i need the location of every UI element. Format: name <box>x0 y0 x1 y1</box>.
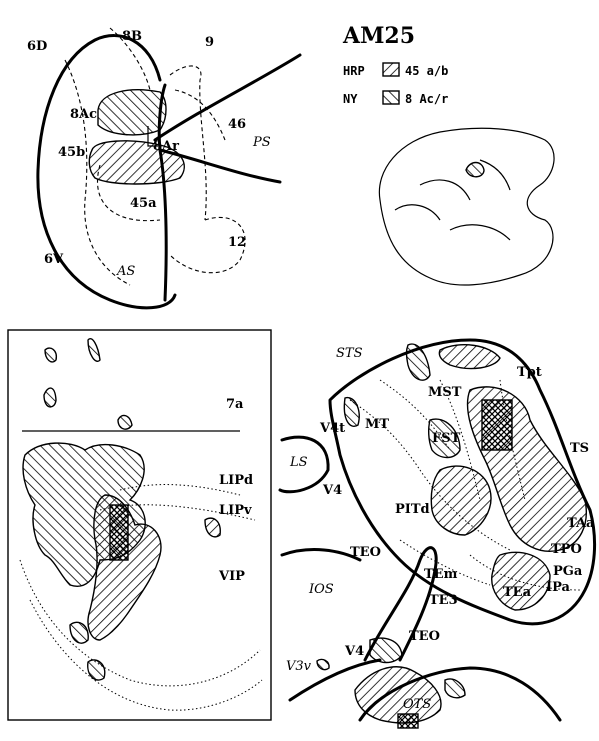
label-45b: 45b <box>58 145 85 160</box>
label-ps: PS <box>252 135 271 150</box>
parietal-panel <box>8 330 271 720</box>
temporal-ny-3 <box>344 398 359 427</box>
figure-title: AM25 <box>342 23 415 49</box>
parietal-overlap <box>110 505 128 560</box>
label-45a: 45a <box>130 196 157 211</box>
brain-thumbnail <box>379 128 554 285</box>
ventral-overlap <box>398 714 418 728</box>
label-ios: IOS <box>308 582 334 597</box>
label-te3: TE3 <box>429 593 458 608</box>
inferior-occipital-sulcus <box>282 550 360 560</box>
temporal-hrp-1 <box>439 345 500 369</box>
legend-tracer-ny: NY <box>343 92 358 106</box>
label-mst: MST <box>428 385 462 400</box>
temporal-hrp-4 <box>492 552 550 610</box>
legend-target-ny: 8 Ac/r <box>405 92 448 106</box>
label-v4t: V4t <box>319 421 345 436</box>
label-12: 12 <box>228 235 246 250</box>
label-vip: VIP <box>218 569 245 584</box>
label-tpt: Tpt <box>517 365 542 380</box>
label-ipa: IPa <box>546 580 571 595</box>
label-v4-upper: V4 <box>322 483 342 498</box>
label-pitd: PITd <box>395 502 430 517</box>
label-teo-lower: TEO <box>409 629 440 644</box>
label-8b: 8B <box>122 29 142 44</box>
label-as: AS <box>116 264 135 279</box>
label-6v: 6V <box>44 252 64 267</box>
label-tea: TEa <box>503 585 532 600</box>
label-mt: MT <box>365 417 389 432</box>
legend-swatch-hrp <box>383 63 399 76</box>
label-teo-upper: TEO <box>350 545 381 560</box>
label-tpo: TPO <box>551 542 582 557</box>
temporal-ny-1 <box>407 344 431 380</box>
label-7a: 7a <box>226 397 244 412</box>
label-9: 9 <box>205 35 214 50</box>
frontal-panel <box>38 28 300 308</box>
label-fst: FST <box>432 431 461 446</box>
label-6d: 6D <box>27 39 47 54</box>
label-tem: TEm <box>424 567 458 582</box>
label-sts: STS <box>336 346 363 361</box>
label-8ar: 8Ar <box>153 139 179 154</box>
label-lipv: LIPv <box>219 503 252 518</box>
legend-target-hrp: 45 a/b <box>405 64 448 78</box>
legend-swatch-ny <box>383 91 399 104</box>
label-lipd: LIPd <box>219 473 253 488</box>
label-v4-lower: V4 <box>344 644 364 659</box>
label-ls: LS <box>289 455 308 470</box>
temporal-overlap <box>482 400 512 450</box>
injection-8ac <box>98 90 166 135</box>
label-ts: TS <box>570 441 589 456</box>
label-taa: TAa <box>567 516 595 531</box>
label-8ac: 8Ac <box>70 107 97 122</box>
label-46: 46 <box>228 117 246 132</box>
label-ots: OTS <box>403 697 431 712</box>
legend: HRP 45 a/b NY 8 Ac/r <box>343 63 448 106</box>
legend-tracer-hrp: HRP <box>343 64 365 78</box>
temporal-hrp-3 <box>431 466 491 535</box>
label-v3v: V3v <box>286 659 312 674</box>
label-pga: PGa <box>553 564 583 579</box>
border-ps <box>175 90 225 140</box>
